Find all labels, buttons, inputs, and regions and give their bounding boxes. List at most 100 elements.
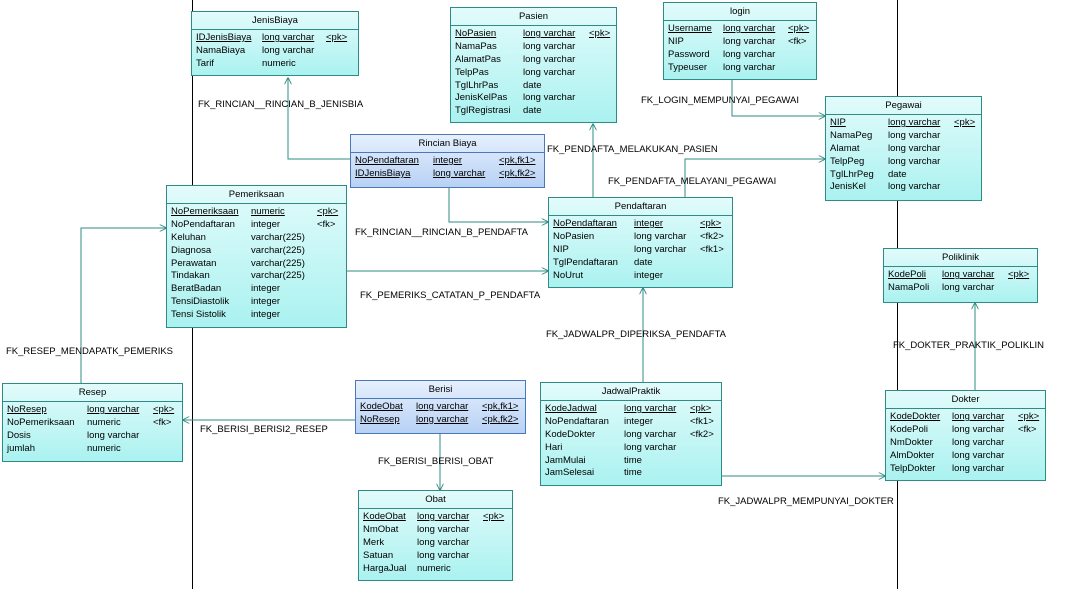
attribute-name: NoPasien [553,230,595,242]
attribute-type: long varchar [523,53,576,65]
attribute-name: NoPendaftaran [545,415,609,427]
attribute-name: TglLhrPas [455,79,499,91]
attribute-type: long varchar [417,536,470,548]
attribute-name: Merk [363,536,385,548]
attribute-name: TensiDiastolik [171,296,230,308]
attribute-type: date [634,256,653,268]
attribute-name: AlamatPas [455,53,501,65]
entity-title: JadwalPraktik [541,383,721,401]
attribute-type: long varchar [888,181,941,193]
attribute-row[interactable]: AlamatPas long varchar [455,54,612,67]
attribute-type: varchar(225) [251,270,305,282]
link-rincian-pendafta [448,188,548,222]
link-pendafta-pegawai [684,159,825,197]
attribute-name: NIP [553,243,569,255]
attribute-name: NamaBiaya [196,44,246,56]
attribute-name: NamaPeg [830,129,873,141]
attribute-type: date [888,168,907,180]
attribute-type: integer [251,283,281,295]
attribute-key: <pk,fk2> [499,167,536,179]
attribute-type: long varchar [416,413,469,425]
attribute-type: long varchar [417,523,470,535]
attribute-row[interactable]: Merk long varchar [363,537,508,550]
attribute-key: <fk2> [700,230,724,242]
fk-label: FK_BERISI_BERISI2_RESEP [200,424,328,435]
attribute-type: long varchar [624,441,677,453]
entity-title: JenisBiaya [192,12,358,30]
link-resep-pemeriks [80,228,166,383]
